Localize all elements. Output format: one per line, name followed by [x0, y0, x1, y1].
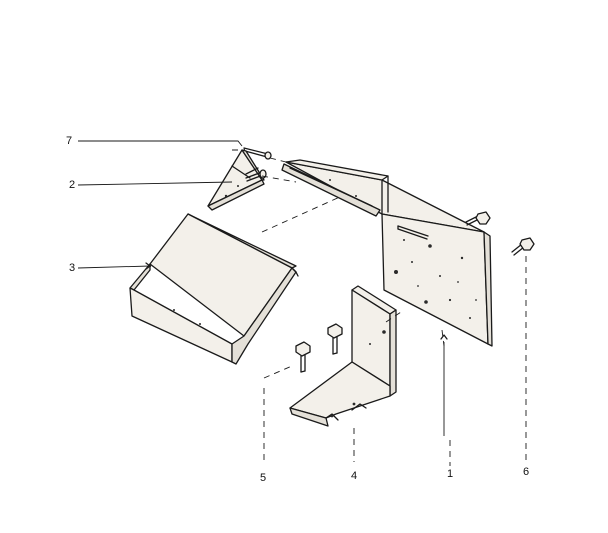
callout-1: 1: [447, 468, 454, 480]
part-6-bolt-upper: [465, 211, 491, 226]
part-2-gusset-bracket: [207, 149, 267, 211]
assembly-lines: [232, 149, 527, 466]
leader-lines: [77, 140, 448, 436]
part-6-bolt-lower: [511, 237, 535, 256]
callout-5: 5: [260, 472, 267, 484]
callout-3: 3: [69, 262, 76, 274]
callout-2: 2: [69, 179, 76, 191]
part-5-bolt-left: [295, 341, 311, 373]
callout-6: 6: [523, 466, 530, 478]
part-7-pin: [243, 147, 272, 160]
callout-4: 4: [351, 470, 358, 482]
part-1-housing: [281, 159, 493, 347]
part-3-tray: [129, 213, 299, 365]
part-5-bolt-right: [327, 323, 343, 355]
callout-7: 7: [66, 135, 73, 147]
part-4-l-bracket: [289, 285, 397, 427]
